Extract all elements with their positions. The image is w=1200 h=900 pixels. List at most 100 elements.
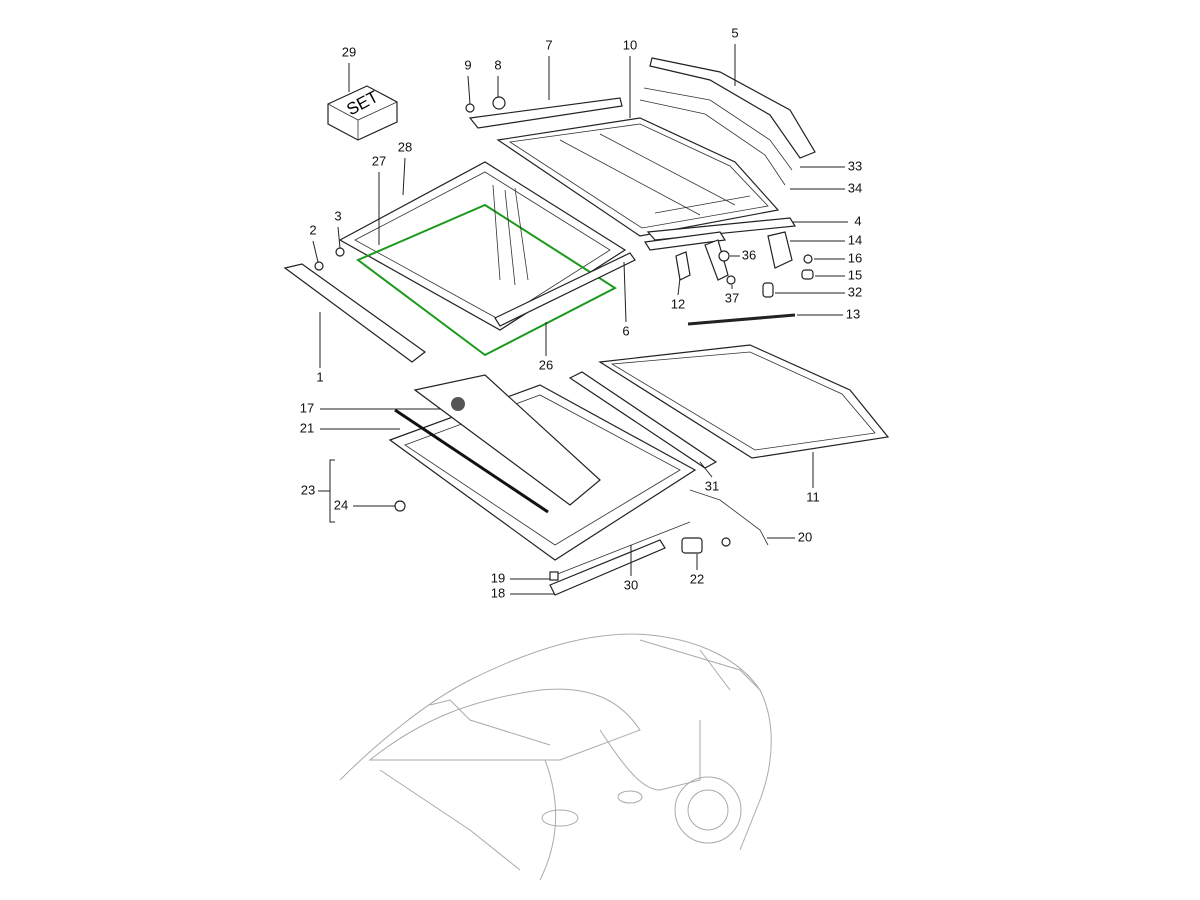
callout-label[interactable]: 31 xyxy=(705,478,719,493)
callout-label[interactable]: 11 xyxy=(806,489,820,504)
callout-21[interactable]: 21 xyxy=(300,420,400,435)
callout-13[interactable]: 13 xyxy=(797,306,860,321)
callout-4[interactable]: 4 xyxy=(792,213,862,228)
callout-28[interactable]: 28 xyxy=(398,139,412,196)
callout-label[interactable]: 26 xyxy=(539,357,553,372)
callout-30[interactable]: 30 xyxy=(624,545,638,592)
callout-label[interactable]: 9 xyxy=(464,57,471,72)
callout-12[interactable]: 12 xyxy=(671,277,685,311)
callout-3[interactable]: 3 xyxy=(334,208,342,249)
callout-label[interactable]: 29 xyxy=(342,44,356,59)
callout-label[interactable]: 20 xyxy=(798,529,812,544)
callout-10[interactable]: 10 xyxy=(623,37,637,118)
callout-label[interactable]: 15 xyxy=(848,267,862,282)
part-12-hinge xyxy=(675,251,691,281)
leader-line xyxy=(699,461,713,478)
part-14-bracket xyxy=(767,231,793,269)
callout-29[interactable]: 29 xyxy=(342,44,356,92)
callout-label[interactable]: 34 xyxy=(848,180,862,195)
callout-2[interactable]: 2 xyxy=(309,222,319,263)
callout-label[interactable]: 5 xyxy=(731,25,738,40)
callout-label[interactable]: 2 xyxy=(309,222,316,237)
callout-label[interactable]: 36 xyxy=(742,247,756,262)
callout-label[interactable]: 30 xyxy=(624,577,638,592)
callout-label[interactable]: 37 xyxy=(725,290,739,305)
callout-26[interactable]: 26 xyxy=(539,322,553,372)
callout-31[interactable]: 31 xyxy=(699,461,719,493)
callout-label[interactable]: 27 xyxy=(372,153,386,168)
car-outline xyxy=(339,633,772,881)
part-15-bushing xyxy=(801,269,814,280)
callout-37[interactable]: 37 xyxy=(725,285,739,305)
callout-15[interactable]: 15 xyxy=(815,267,862,282)
part-3-screw xyxy=(335,247,345,257)
callout-16[interactable]: 16 xyxy=(814,250,862,265)
callout-8[interactable]: 8 xyxy=(494,57,502,97)
callout-32[interactable]: 32 xyxy=(775,284,862,299)
part-36-nut xyxy=(718,250,730,262)
part-24-screw xyxy=(394,500,406,512)
callout-label[interactable]: 33 xyxy=(848,158,862,173)
part-14-strip xyxy=(643,231,727,251)
callout-23[interactable]: 23 xyxy=(301,482,330,497)
part-16-screw xyxy=(803,254,813,264)
callout-label[interactable]: 23 xyxy=(301,482,315,497)
callout-20[interactable]: 20 xyxy=(767,529,812,544)
callout-label[interactable]: 8 xyxy=(494,57,501,72)
part-10-glass xyxy=(496,117,780,237)
callout-27[interactable]: 27 xyxy=(372,153,386,245)
callout-9[interactable]: 9 xyxy=(464,57,472,105)
leader-line xyxy=(623,261,627,323)
callout-7[interactable]: 7 xyxy=(545,37,553,100)
leader-line xyxy=(337,226,341,249)
callout-label[interactable]: 21 xyxy=(300,420,314,435)
part-1-strip xyxy=(283,263,427,363)
callout-22[interactable]: 22 xyxy=(690,554,704,586)
callout-6[interactable]: 6 xyxy=(622,261,630,338)
callout-5[interactable]: 5 xyxy=(731,25,739,86)
callout-18[interactable]: 18 xyxy=(491,585,555,600)
part-18-rail xyxy=(554,521,691,576)
part-32-stop xyxy=(762,282,774,298)
callout-33[interactable]: 33 xyxy=(800,158,862,173)
part-30-cable-guide xyxy=(549,539,666,596)
callout-label[interactable]: 10 xyxy=(623,37,637,52)
part-7-strip xyxy=(468,97,623,129)
callout-label[interactable]: 1 xyxy=(316,369,323,384)
callout-label[interactable]: 28 xyxy=(398,139,412,154)
callout-label[interactable]: 22 xyxy=(690,571,704,586)
callout-label[interactable]: 4 xyxy=(854,213,861,228)
callout-36[interactable]: 36 xyxy=(730,247,756,262)
callout-1[interactable]: 1 xyxy=(316,312,324,384)
callout-label[interactable]: 16 xyxy=(848,250,862,265)
callout-label[interactable]: 19 xyxy=(491,570,505,585)
part-8-nut xyxy=(492,96,506,110)
callout-label[interactable]: 24 xyxy=(334,497,348,512)
callout-label[interactable]: 14 xyxy=(848,232,862,247)
callout-11[interactable]: 11 xyxy=(806,452,820,504)
callout-label[interactable]: 18 xyxy=(491,585,505,600)
part-2-clip xyxy=(314,261,324,271)
callout-label[interactable]: 13 xyxy=(846,306,860,321)
leader-line xyxy=(467,75,471,105)
part-9-plug xyxy=(465,103,475,113)
part-5-trim xyxy=(649,57,816,159)
callout-17[interactable]: 17 xyxy=(300,400,440,415)
callout-label[interactable]: 12 xyxy=(671,296,685,311)
part-22-motor xyxy=(681,537,703,554)
callout-14[interactable]: 14 xyxy=(790,232,862,247)
shade-handle-icon xyxy=(451,397,465,411)
callout-label[interactable]: 17 xyxy=(300,400,314,415)
hinge-arm xyxy=(704,239,729,281)
callout-label[interactable]: 3 xyxy=(334,208,341,223)
callout-label[interactable]: 32 xyxy=(848,284,862,299)
part-31-strip xyxy=(568,371,718,469)
callout-34[interactable]: 34 xyxy=(790,180,862,195)
callout-label[interactable]: 6 xyxy=(622,323,629,338)
callout-label[interactable]: 7 xyxy=(545,37,552,52)
part-11-seal xyxy=(598,344,890,459)
part-29-set-box: SET xyxy=(327,85,398,141)
callout-19[interactable]: 19 xyxy=(491,570,550,585)
callout-24[interactable]: 24 xyxy=(334,497,395,512)
part-13-strut xyxy=(687,313,796,326)
